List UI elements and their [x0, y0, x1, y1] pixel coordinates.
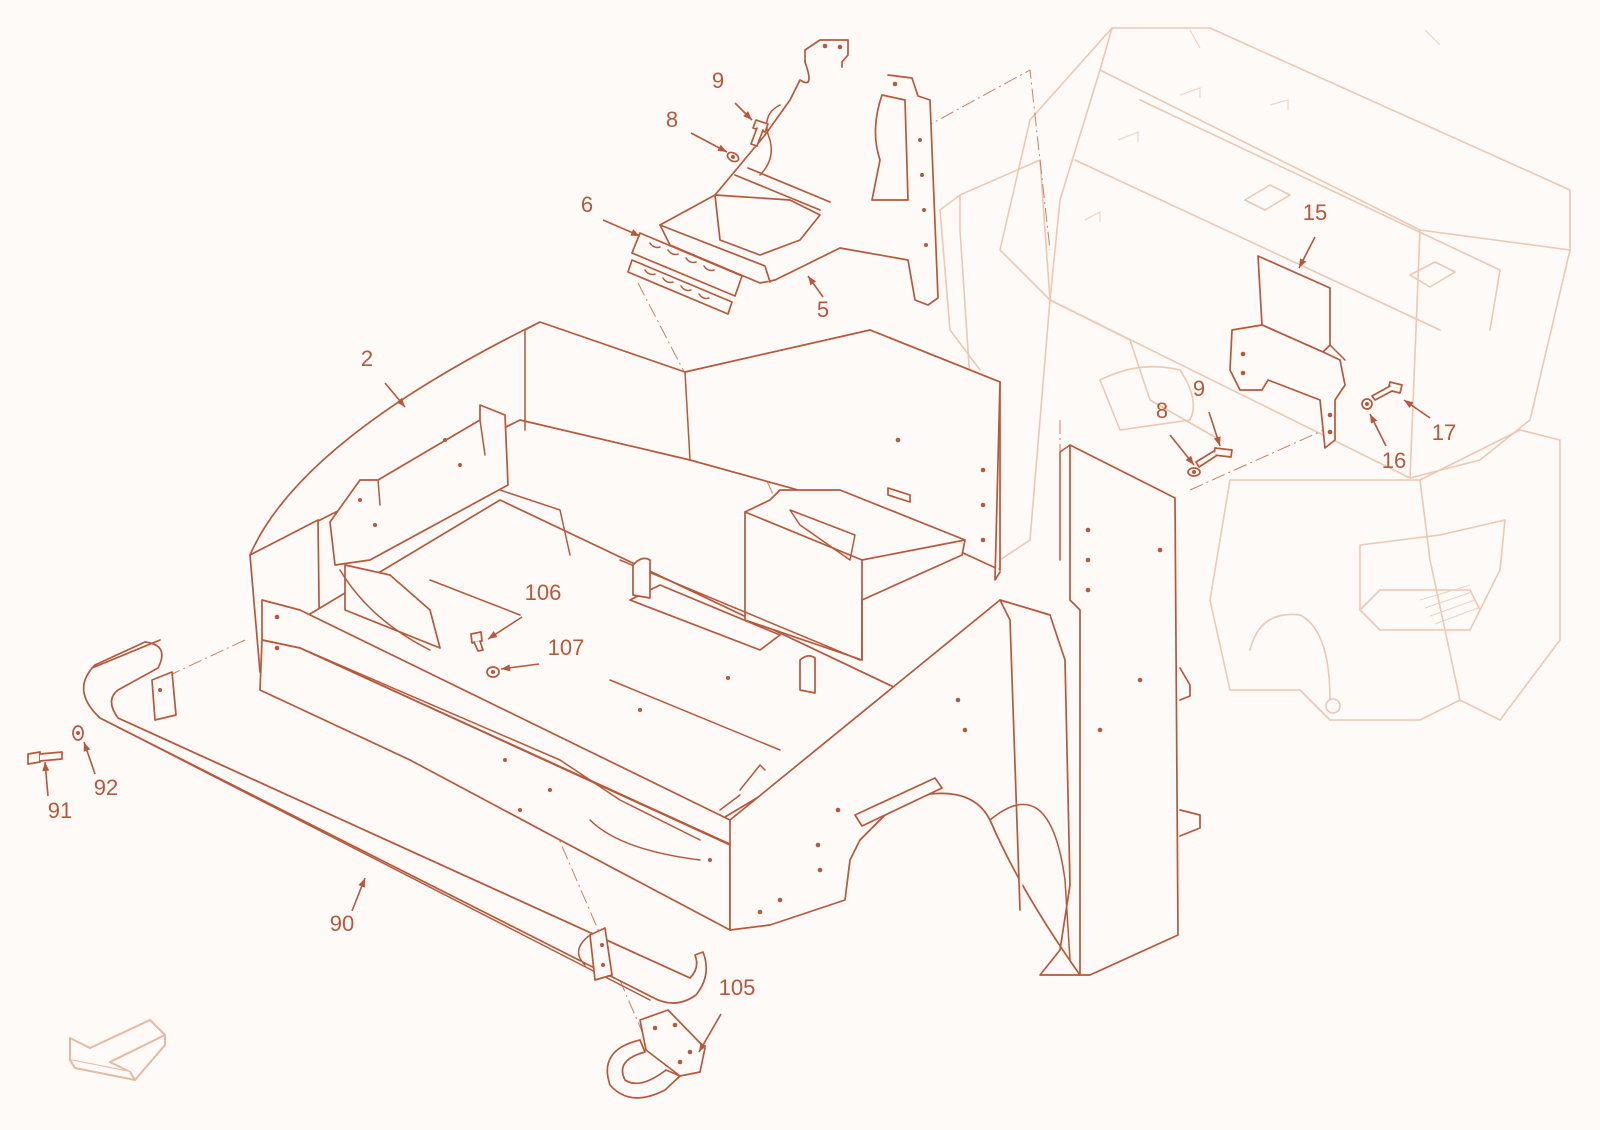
leader-arrowhead-c-5	[808, 276, 817, 286]
callout-c-17: 17	[1432, 420, 1456, 445]
callout-c-16: 16	[1382, 448, 1406, 473]
fastener-bolt-106	[470, 631, 484, 652]
callout-c-9-top: 9	[712, 68, 724, 93]
callout-c-8-top: 8	[666, 107, 678, 132]
leader-arrowhead-c-8-right	[1185, 455, 1194, 465]
leader-arrowhead-c-17	[1404, 400, 1414, 409]
fastener-washer-92	[72, 725, 84, 741]
fastener-washer-16	[1361, 398, 1373, 410]
callout-c-106: 106	[525, 580, 562, 605]
leader-arrowhead-c-106	[488, 631, 498, 639]
callout-c-91: 91	[48, 798, 72, 823]
leader-arrowhead-c-15	[1299, 258, 1307, 268]
leader-arrowhead-c-16	[1370, 414, 1378, 424]
callout-c-105: 105	[719, 975, 756, 1000]
callout-c-8-right: 8	[1156, 398, 1168, 423]
fastener-bolt-17	[1371, 381, 1403, 401]
callout-c-90: 90	[330, 911, 354, 936]
part-bumper-tube	[82, 639, 708, 1004]
part-slotted-plates	[627, 232, 743, 315]
leader-arrowhead-c-9-right	[1213, 436, 1221, 446]
fastener-bolt-top	[750, 119, 769, 147]
fastener-washer-top	[726, 151, 740, 163]
front-direction-arrow-icon	[69, 1019, 166, 1081]
callout-c-6: 6	[581, 192, 593, 217]
callout-c-2: 2	[361, 346, 373, 371]
callout-c-92: 92	[94, 775, 118, 800]
fastener-bolt-91	[27, 751, 63, 765]
callout-c-9-right: 9	[1193, 376, 1205, 401]
fastener-washer-right	[1187, 467, 1201, 477]
leader-arrowhead-c-91	[42, 762, 50, 772]
leader-arrowhead-c-107	[501, 664, 511, 672]
leader-arrowhead-c-90	[358, 878, 365, 888]
callout-c-5: 5	[817, 297, 829, 322]
vehicle-frame-ghost	[919, 27, 1571, 721]
callout-c-15: 15	[1303, 200, 1327, 225]
part-tow-hook	[606, 1009, 706, 1099]
leader-arrowhead-c-6	[630, 229, 640, 236]
leader-arrowhead-c-2	[396, 397, 405, 407]
part-battery-bracket	[659, 39, 939, 306]
leader-arrowhead-c-8-top	[717, 144, 727, 152]
fastener-bolt-right	[1195, 447, 1233, 468]
callout-c-107: 107	[548, 635, 585, 660]
leader-arrowhead-c-9-top	[743, 111, 752, 120]
fastener-washer-107	[486, 666, 500, 678]
part-main-bin	[249, 321, 1201, 976]
part-cover-plate	[1229, 255, 1346, 449]
leader-arrowhead-c-92	[83, 742, 91, 752]
leader-arrowhead-c-105	[699, 1042, 707, 1052]
